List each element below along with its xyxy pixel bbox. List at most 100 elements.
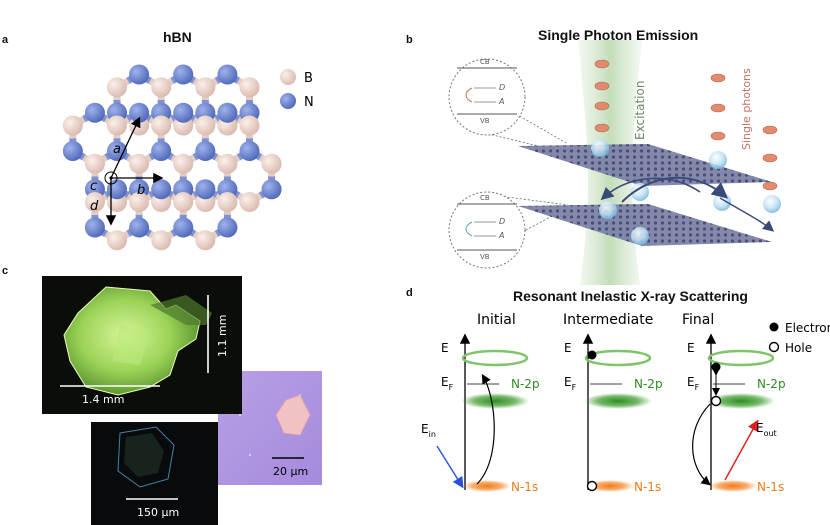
fermi-label: EF (564, 375, 577, 392)
level-2p-label: N-2p (634, 377, 663, 391)
emitter-bubble (763, 195, 781, 213)
energy-axis-label: E (441, 341, 449, 355)
final-decay-arrow (692, 403, 711, 486)
boron-atom (129, 192, 150, 212)
scale-width-label: 1.4 mm (82, 393, 124, 406)
photon-disc (710, 73, 726, 83)
lattice-bonds (69, 71, 276, 244)
photon-disc (594, 123, 610, 133)
level-1s-label: N-1s (634, 480, 661, 494)
nitrogen-atom (195, 141, 216, 161)
nitrogen-atom (84, 102, 105, 123)
emitter-bubble (713, 193, 731, 211)
valence-band-2p (584, 393, 652, 409)
level-1s-label: N-1s (757, 480, 784, 494)
inset-top-circle (448, 58, 526, 136)
valence-band-2p (707, 393, 775, 409)
valence-band-2p (461, 393, 529, 409)
emitter-bubble (709, 151, 727, 169)
nitrogen-atom (129, 64, 150, 85)
fermi-label: EF (441, 375, 454, 392)
boron-atom (239, 192, 260, 212)
vector-b-label: b (137, 183, 145, 198)
photon-disc (710, 103, 726, 113)
inset-top-cb-label: CB (480, 58, 490, 66)
panel-letter-a: a (2, 34, 9, 46)
inset-bottom-transition (465, 221, 473, 237)
hole-legend-icon (768, 341, 780, 353)
nitrogen-atom (173, 102, 194, 123)
microscope-images: 20 µm 1.4 mm 1.1 mm 150 µm (42, 276, 322, 525)
boron-atom (217, 192, 238, 212)
nitrogen-legend-icon (280, 93, 296, 109)
vector-c-label: c (90, 179, 97, 194)
nitrogen-atom (62, 141, 83, 161)
eout-label: Eout (756, 421, 777, 438)
boron-atom (173, 153, 194, 174)
emitter-bubbles (591, 139, 781, 245)
boron-atom (107, 77, 127, 98)
emitter-bubble (631, 183, 649, 201)
scale-small-label: 150 µm (137, 506, 179, 519)
boron-atom (261, 153, 282, 174)
boron-atom (84, 153, 105, 174)
inset-top-a-label: A (498, 97, 504, 106)
core-level-1s (463, 480, 511, 492)
photon-disc (762, 125, 778, 135)
energy-axis-label: E (687, 341, 695, 355)
single-photon-figure: Excitation Single photons CB VB D A CB V… (448, 40, 781, 285)
fermi-label: EF (687, 375, 700, 392)
nitrogen-atom (217, 102, 238, 123)
inset-top-connector-upper (491, 99, 569, 145)
panel-d-title: Resonant Inelastic X-ray Scattering (513, 288, 748, 304)
electron-legend-icon (769, 322, 779, 332)
boron-atom (107, 230, 127, 251)
transfer-arrow-left (600, 177, 701, 201)
final-electron (711, 362, 721, 372)
boron-atom (151, 230, 172, 251)
vector-c-circle (104, 171, 118, 185)
purple-flake (275, 394, 311, 436)
initial-excitation-arrow (476, 373, 495, 485)
core-level-1s (709, 480, 757, 492)
core-level-1s (586, 480, 634, 492)
nitrogen-atom (195, 179, 216, 200)
photon-discs (594, 59, 778, 191)
inset-bottom-vb-label: VB (480, 253, 490, 261)
inset-bottom-cb-label: CB (480, 194, 490, 202)
small-flake-outline (117, 426, 175, 488)
inset-top-transition (465, 87, 473, 103)
panel-letter-b: b (406, 34, 413, 46)
nitrogen-atom (107, 179, 127, 200)
atom-legend: B N (280, 69, 314, 110)
inset-bottom-a-label: A (498, 231, 504, 240)
level-2p-label: N-2p (511, 377, 540, 391)
band-inset-top: CB VB D A (448, 58, 526, 136)
panel-letter-c: c (2, 265, 9, 277)
inset-bottom-circle (448, 191, 526, 269)
column-final: Final (682, 312, 714, 328)
hbn-sheet-bottom (518, 204, 772, 246)
energy-axis-label: E (564, 341, 572, 355)
hbn-lattice-figure: a b c d B N (62, 64, 314, 251)
emitter-bubble (591, 139, 609, 157)
vector-a-arrow (110, 116, 141, 179)
lattice-atoms (62, 64, 282, 251)
scale-height-label: 1.1 mm (216, 315, 229, 357)
eout-photon-arrow (724, 419, 759, 481)
nitrogen-atom (151, 179, 172, 200)
photon-disc (762, 181, 778, 191)
hbn-sheet-top (518, 144, 772, 186)
nitrogen-atom (239, 141, 260, 161)
photon-disc (594, 101, 610, 111)
nitrogen-legend-label: N (304, 95, 314, 110)
transfer-arrow-right (621, 176, 729, 203)
panel-a-title: hBN (163, 29, 192, 45)
ein-photon-arrow (436, 445, 464, 489)
nitrogen-atom (217, 64, 238, 85)
boron-atom (195, 230, 216, 251)
ein-label: Ein (421, 422, 436, 439)
inset-bottom-d-label: D (499, 217, 505, 226)
hole-legend-label: Hole (785, 341, 812, 355)
photon-disc (594, 81, 610, 91)
